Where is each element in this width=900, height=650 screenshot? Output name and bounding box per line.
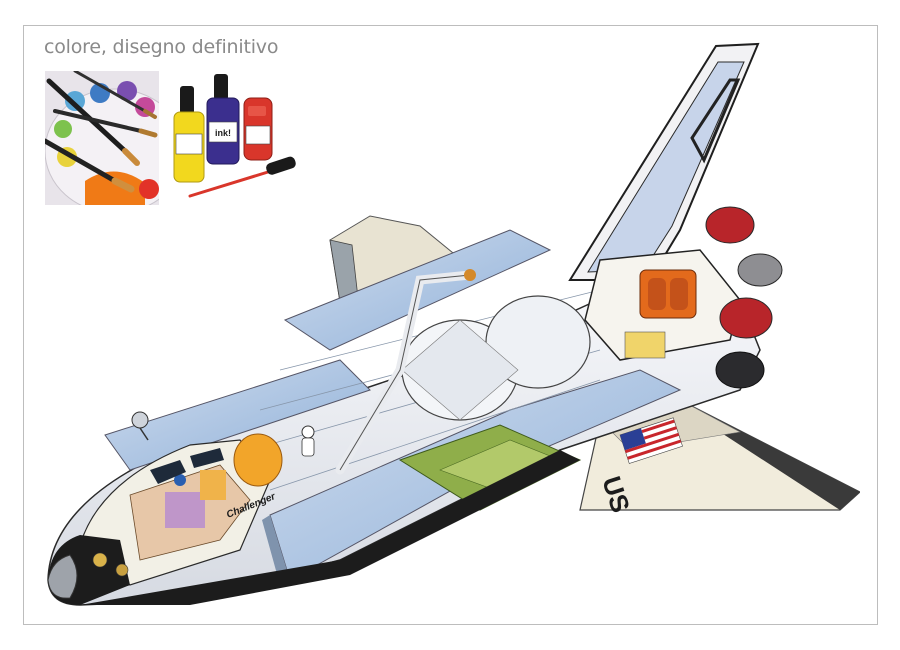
caption-text: colore, disegno definitivo bbox=[44, 36, 279, 58]
shuttle-cutaway-image: US Challenger bbox=[47, 42, 862, 606]
ink-label-text: ink! bbox=[215, 128, 231, 138]
ink-bottles-image: ink! bbox=[170, 72, 300, 204]
brushes-palette-image bbox=[45, 71, 159, 205]
ink-bottles-thumbnail: ink! bbox=[170, 72, 300, 204]
brushes-palette-thumbnail bbox=[45, 71, 159, 205]
space-shuttle-cutaway-illustration: US Challenger bbox=[40, 40, 862, 615]
